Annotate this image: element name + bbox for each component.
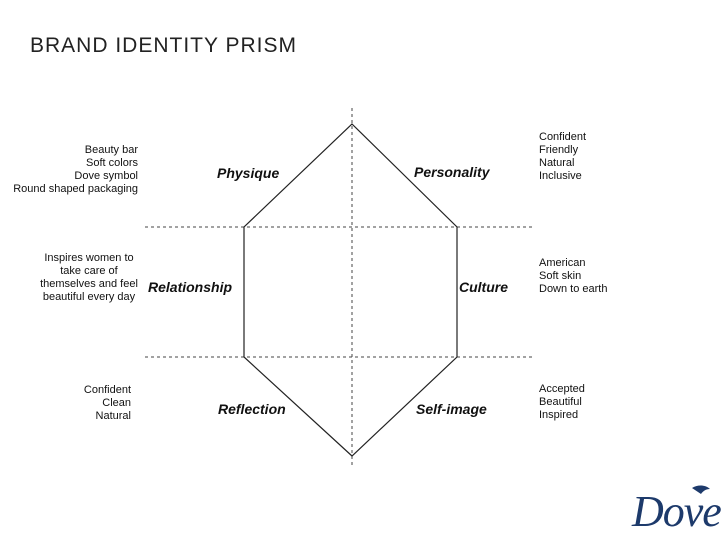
dove-bird-icon	[692, 485, 710, 494]
note-line: Confident	[539, 131, 587, 143]
note-line: beautiful every day	[42, 291, 136, 303]
note-relationship: Inspires women to take care of themselve…	[30, 252, 148, 304]
facet-physique: Physique	[217, 165, 280, 181]
note-line: Inspired	[539, 409, 579, 421]
note-line: Accepted	[539, 383, 585, 395]
note-line: Soft colors	[86, 157, 138, 169]
page-title: BRAND IDENTITY PRISM	[30, 34, 297, 57]
note-line: Round shaped packaging	[13, 183, 138, 195]
note-line: Natural	[539, 157, 575, 169]
note-line: Down to earth	[539, 283, 608, 295]
note-line: Clean	[102, 397, 131, 409]
note-line: Soft skin	[539, 270, 582, 282]
prism-hexagon	[243, 123, 458, 457]
note-line: Inclusive	[539, 170, 582, 182]
note-line: take care of	[60, 265, 118, 277]
dove-logo: Dove	[626, 482, 722, 540]
note-physique: Beauty bar Soft colors Dove symbol Round…	[13, 144, 138, 196]
note-culture: American Soft skin Down to earth	[539, 257, 607, 296]
note-line: American	[539, 257, 586, 269]
note-line: Confident	[83, 384, 131, 396]
note-line: Friendly	[539, 144, 579, 156]
facet-relationship: Relationship	[148, 279, 233, 295]
note-self-image: Accepted Beautiful Inspired	[539, 383, 585, 422]
note-reflection: Confident Clean Natural	[84, 384, 131, 423]
facet-reflection: Reflection	[218, 401, 286, 417]
note-line: themselves and feel	[40, 278, 138, 290]
note-line: Inspires women to	[44, 252, 134, 264]
facet-personality: Personality	[414, 164, 490, 180]
note-line: Natural	[95, 410, 131, 422]
note-line: Beauty bar	[84, 144, 138, 156]
facet-self-image: Self-image	[416, 401, 487, 417]
note-personality: Confident Friendly Natural Inclusive	[539, 131, 586, 183]
note-line: Beautiful	[539, 396, 582, 408]
note-line: Dove symbol	[74, 170, 138, 182]
dove-logo-text: Dove	[632, 487, 722, 536]
facet-culture: Culture	[459, 279, 508, 295]
